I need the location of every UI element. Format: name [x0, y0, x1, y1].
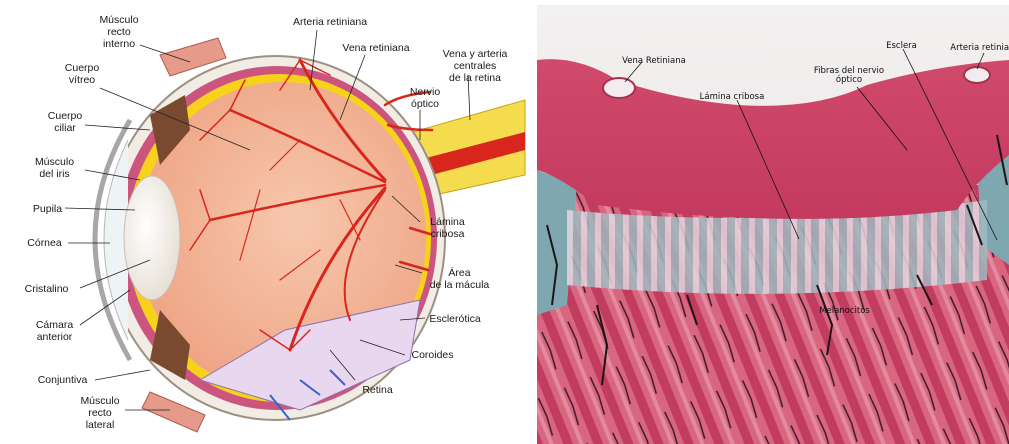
- label-fibras-nervio-optico: Fibras del nervio óptico: [809, 67, 889, 85]
- label-cristalino: Cristalino: [14, 283, 79, 295]
- label-cuerpo-vitreo: Cuerpo vítreo: [57, 62, 107, 86]
- label-pupila: Pupila: [25, 203, 70, 215]
- vena-retiniana-lumen: [603, 78, 635, 98]
- optic-disc-histology-micrograph: Vena Retiniana Esclera Arteria retiniana…: [537, 5, 1009, 444]
- label-musculo-recto-lateral: Músculo recto lateral: [75, 395, 125, 431]
- label-camara-anterior: Cámara anterior: [27, 319, 82, 343]
- label-vena-arteria-centrales: Vena y arteria centrales de la retina: [420, 48, 530, 84]
- label-melanocitos: Melanocitos: [817, 307, 872, 316]
- label-conjuntiva: Conjuntiva: [30, 374, 95, 386]
- label-musculo-recto-interno: Músculo recto interno: [94, 14, 144, 50]
- label-nervio-optico: Nervio óptico: [400, 86, 450, 110]
- label-area-macula: Área de la mácula: [422, 267, 497, 291]
- histology-section-drawing: [537, 5, 1009, 444]
- label-musculo-iris: Músculo del iris: [27, 156, 82, 180]
- label-arteria-retiniana-histology: Arteria retiniana: [949, 44, 1009, 53]
- label-arteria-retiniana: Arteria retiniana: [285, 16, 375, 28]
- label-lamina-cribosa: Lámina cribosa: [420, 216, 475, 240]
- label-lamina-cribosa-histology: Lámina cribosa: [697, 93, 767, 102]
- arteria-retiniana-lumen: [964, 67, 990, 83]
- label-cornea: Córnea: [22, 237, 67, 249]
- label-vena-retiniana-histology: Vena Retiniana: [619, 57, 689, 66]
- label-cuerpo-ciliar: Cuerpo ciliar: [40, 110, 90, 134]
- label-esclera: Esclera: [879, 42, 924, 51]
- lens-shape: [124, 176, 180, 300]
- label-vena-retiniana: Vena retiniana: [336, 42, 416, 54]
- label-coroides: Coroides: [405, 349, 460, 361]
- label-retina: Retina: [355, 384, 400, 396]
- eye-anatomy-diagram: Músculo recto interno Arteria retiniana …: [0, 0, 528, 444]
- label-esclerotica: Esclerótica: [420, 313, 490, 325]
